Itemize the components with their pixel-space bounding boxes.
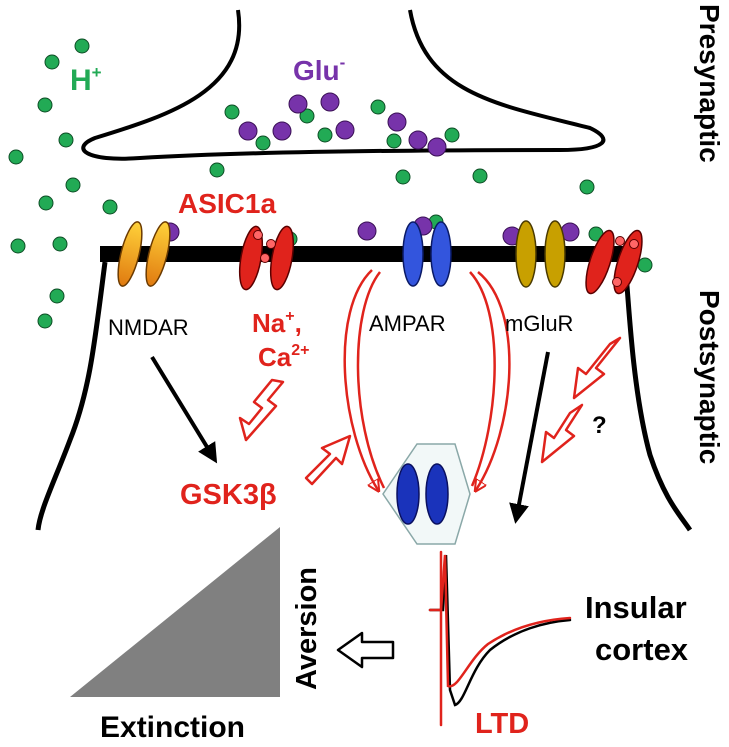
ltd-label: LTD bbox=[475, 708, 529, 740]
postsynaptic-spine-right bbox=[622, 257, 693, 532]
postsynaptic-membrane bbox=[100, 246, 630, 262]
ampar-label: AMPAR bbox=[369, 311, 446, 336]
gsk3b-label: GSK3β bbox=[180, 479, 277, 511]
nmdar-receptor bbox=[117, 221, 171, 287]
h-plus-label: H+ bbox=[70, 63, 102, 97]
insular-label: Insular bbox=[585, 590, 687, 625]
mglur-to-ltd-arrow bbox=[509, 351, 550, 524]
ca-label: Ca2+ bbox=[258, 342, 310, 372]
cortex-label: cortex bbox=[595, 632, 689, 667]
mglur-label: mGluR bbox=[505, 311, 573, 336]
asic1a-channel bbox=[238, 225, 295, 291]
question-mark-label: ? bbox=[592, 412, 607, 439]
asic1a-label: ASIC1a bbox=[178, 188, 276, 219]
asic1a-right-arrow-2 bbox=[540, 403, 584, 464]
aversion-label: Aversion bbox=[291, 567, 323, 690]
asic1a-channel-right bbox=[585, 229, 643, 295]
epsc-traces bbox=[428, 550, 572, 727]
nmdar-to-gsk3b-arrow bbox=[150, 355, 218, 464]
extinction-label: Extinction bbox=[100, 711, 245, 744]
ltd-to-aversion-arrow bbox=[336, 631, 395, 669]
na-label: Na+, bbox=[252, 308, 302, 338]
glu-label: Glu- bbox=[293, 53, 345, 86]
postsynaptic-spine bbox=[35, 261, 108, 531]
ampar-trafficking-arrows bbox=[343, 269, 511, 490]
presynaptic-label: Presynaptic bbox=[694, 4, 725, 163]
gsk3b-to-vesicle-arrow bbox=[304, 434, 352, 486]
mglur-receptor bbox=[515, 220, 566, 288]
internalized-ampar bbox=[396, 463, 449, 525]
nmdar-label: NMDAR bbox=[108, 315, 189, 340]
glutamate-particles bbox=[160, 92, 580, 246]
ampar-receptor bbox=[402, 221, 452, 287]
extinction-aversion-triangle bbox=[70, 527, 280, 697]
postsynaptic-label: Postsynaptic bbox=[694, 290, 725, 464]
asic1a-to-gsk3b-arrow bbox=[238, 378, 285, 442]
asic1a-right-arrow-1 bbox=[572, 336, 622, 400]
presynaptic-terminal bbox=[81, 9, 606, 161]
